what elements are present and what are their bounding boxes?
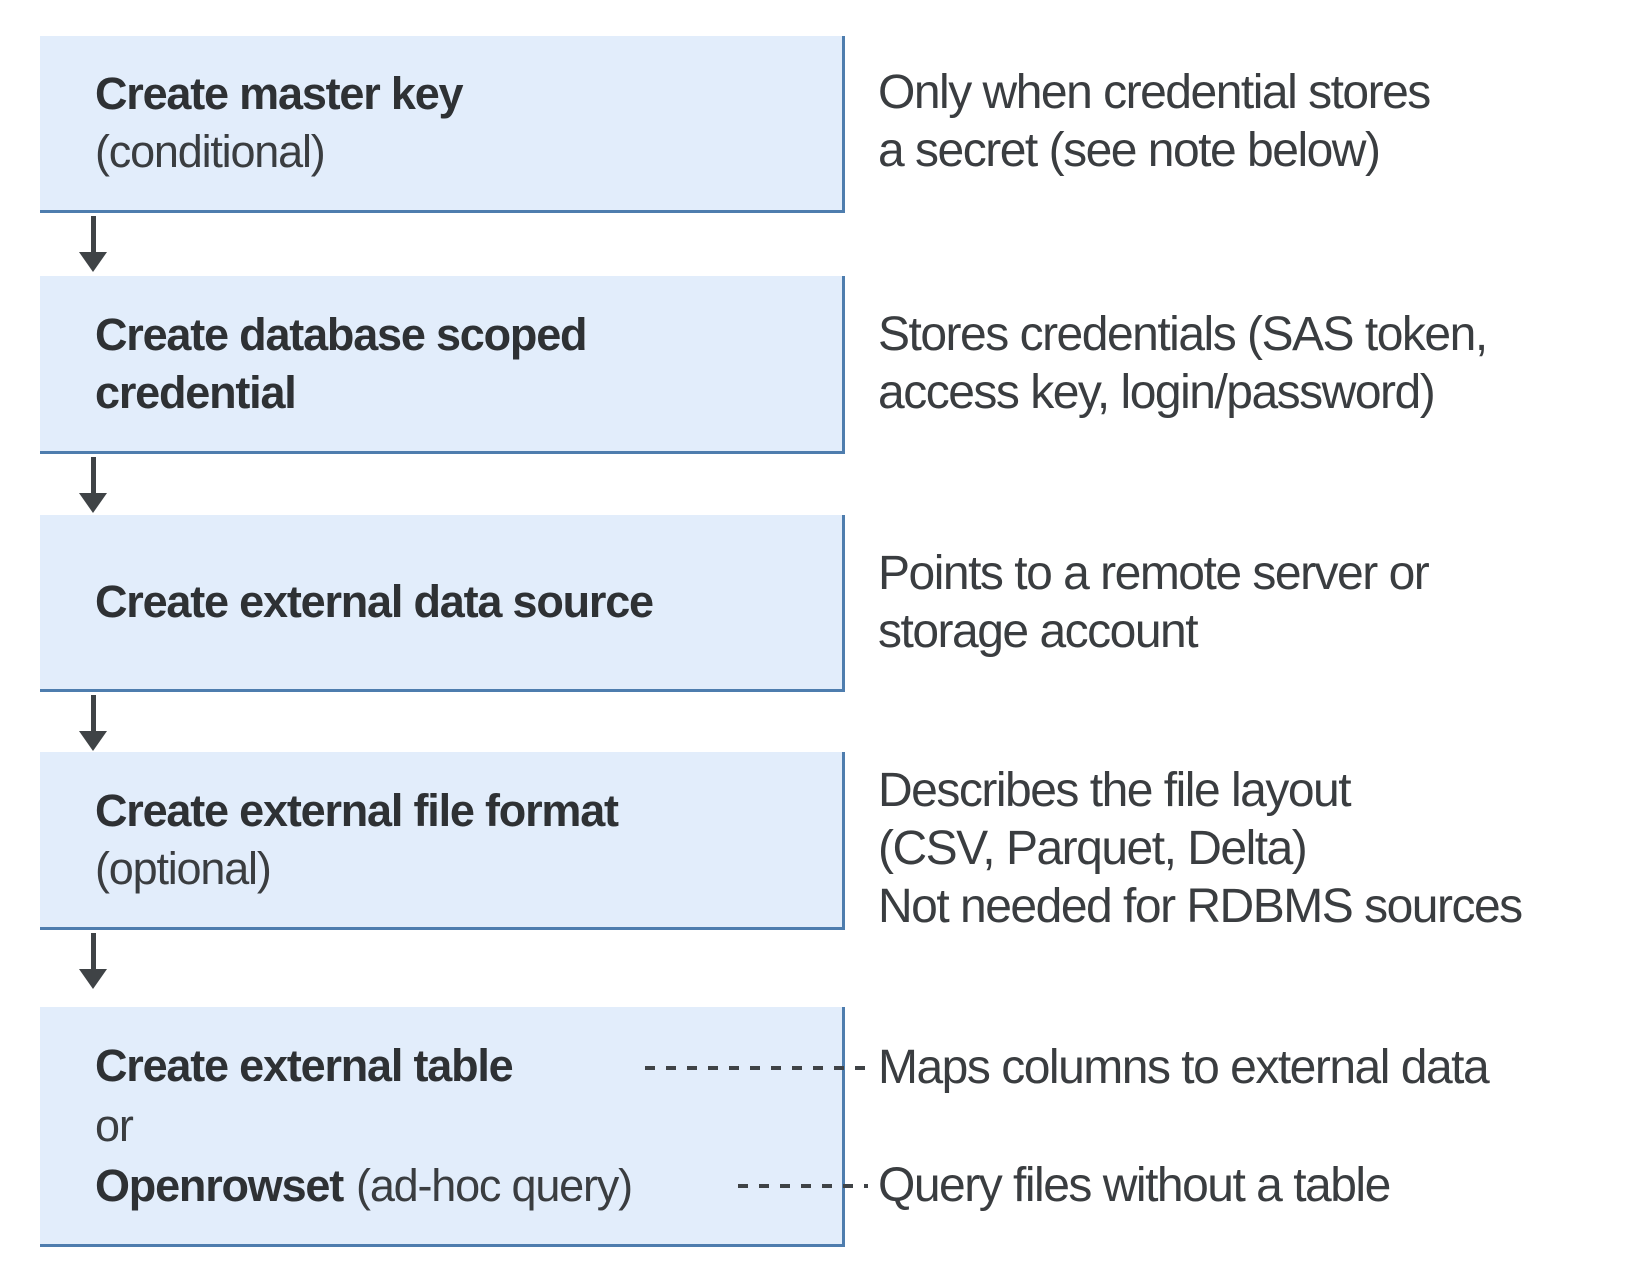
note-line: Describes the file layout [878,764,1352,817]
step-title: Create database scoped [95,308,588,360]
note-line: Stores credentials (SAS token, [878,308,1488,361]
step-alt-qualifier: (ad-hoc query) [356,1159,633,1211]
step-note-file-format: Describes the file layout (CSV, Parquet,… [878,762,1523,936]
step-note-data-source: Points to a remote server or storage acc… [878,545,1430,661]
note-line: Maps columns to external data [878,1041,1490,1094]
arrow-stem [90,695,96,731]
arrow-down-connector-4 [79,933,107,989]
dashed-connector-openrowset-note [738,1184,868,1188]
step-title: Create master key [95,68,464,119]
step-note-openrowset: Query files without a table [878,1157,1391,1215]
step-box-file-format: Create external file format (optional) [40,752,845,930]
note-line: access key, login/password) [878,366,1436,419]
arrow-down-connector-1 [79,216,107,272]
note-line: storage account [878,605,1199,658]
note-line: Points to a remote server or [878,547,1430,600]
step-note-master-key: Only when credential stores a secret (se… [878,64,1431,180]
step-note-external-table: Maps columns to external data [878,1039,1490,1097]
step-box-master-key: Create master key (conditional) [40,36,845,213]
note-line: Not needed for RDBMS sources [878,880,1523,933]
or-label: or [95,1099,134,1151]
step-note-scoped-credential: Stores credentials (SAS token, access ke… [878,306,1488,422]
step-title: Create external data source [95,576,654,627]
arrow-head [79,969,107,989]
arrow-head [79,252,107,272]
arrow-stem [90,457,96,493]
step-qualifier: (conditional) [95,126,326,177]
arrow-head [79,731,107,751]
arrow-down-connector-2 [79,457,107,513]
step-qualifier: (optional) [95,842,272,894]
step-title: Create external table [95,1039,514,1091]
arrow-stem [90,933,96,969]
note-line: Query files without a table [878,1159,1391,1212]
arrow-stem [90,216,96,252]
step-box-table-openrowset: Create external table or Openrowset(ad-h… [40,1007,845,1247]
note-line: a secret (see note below) [878,124,1381,177]
arrow-head [79,493,107,513]
dashed-connector-table-note [645,1066,865,1070]
step-box-scoped-credential: Create database scoped credential [40,276,845,454]
note-line: (CSV, Parquet, Delta) [878,822,1308,875]
step-title: credential [95,366,297,418]
step-alt-title-line: Openrowset(ad-hoc query) [95,1156,822,1216]
step-box-data-source: Create external data source [40,515,845,692]
note-line: Only when credential stores [878,66,1431,119]
step-title: Create external file format [95,784,619,836]
step-alt-title: Openrowset [95,1159,344,1211]
arrow-down-connector-3 [79,695,107,751]
